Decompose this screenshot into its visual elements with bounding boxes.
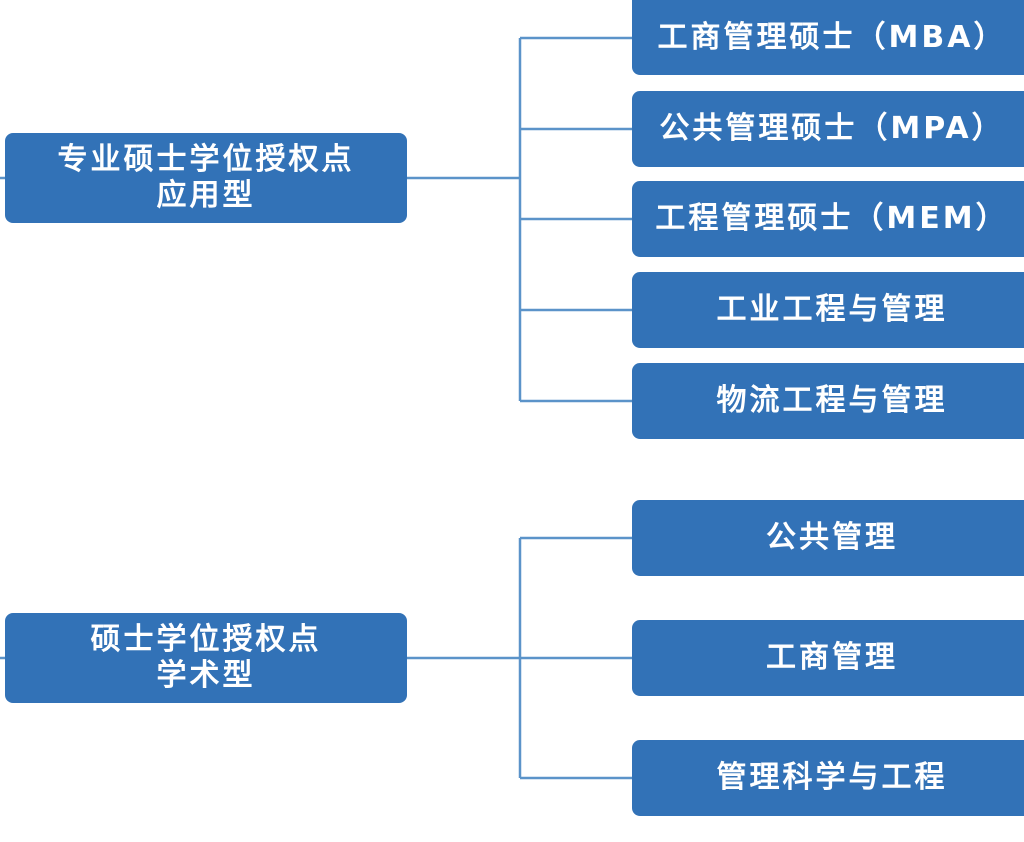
node-title: 硕士学位授权点: [90, 622, 322, 657]
node-mpa: 公共管理硕士（MPA）: [632, 91, 1024, 167]
node-label: 公共管理: [766, 520, 898, 555]
node-label: 物流工程与管理: [716, 383, 948, 418]
node-mem: 工程管理硕士（MEM）: [632, 181, 1024, 257]
node-subtitle: 学术型: [156, 658, 256, 693]
node-professional-master-degree: 专业硕士学位授权点 应用型: [5, 133, 407, 223]
node-label: 管理科学与工程: [716, 760, 948, 795]
node-label: 工商管理硕士（MBA）: [657, 19, 1007, 55]
node-title: 专业硕士学位授权点: [57, 142, 355, 177]
node-label: 工程管理硕士（MEM）: [655, 201, 1009, 236]
node-logistics-engineering: 物流工程与管理: [632, 363, 1024, 439]
node-label: 工商管理: [766, 640, 898, 675]
node-subtitle: 应用型: [156, 178, 256, 213]
node-public-administration: 公共管理: [632, 500, 1024, 576]
node-label: 公共管理硕士（MPA）: [659, 111, 1005, 146]
node-industrial-engineering: 工业工程与管理: [632, 272, 1024, 348]
node-mba: 工商管理硕士（MBA）: [632, 0, 1024, 75]
node-label: 工业工程与管理: [716, 292, 948, 327]
node-academic-master-degree: 硕士学位授权点 学术型: [5, 613, 407, 703]
node-management-science-engineering: 管理科学与工程: [632, 740, 1024, 816]
node-business-administration: 工商管理: [632, 620, 1024, 696]
